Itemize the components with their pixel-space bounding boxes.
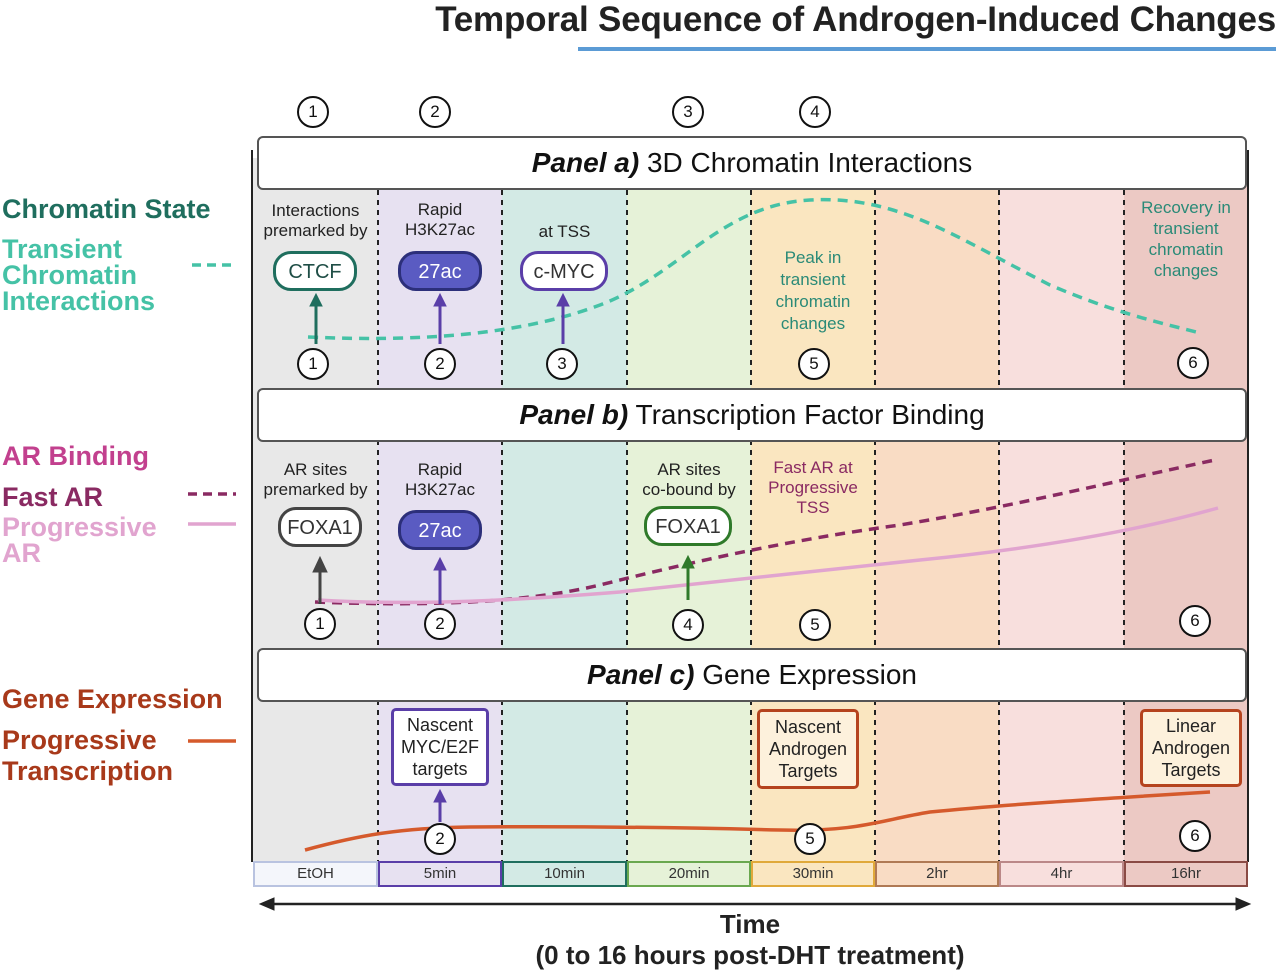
ctcf-pill: CTCF [273,251,357,291]
panel-c-marker-2: 2 [424,823,456,855]
arrow-foxa1-b1 [312,555,328,604]
transient-interactions-curve [307,197,1201,341]
legend-transient-interactions: Transient Chromatin Interactions [2,234,156,316]
column-bg-4hr [999,158,1124,861]
timepoint-16hr: 16hr [1124,861,1248,887]
panel-c-header: Panel c) Gene Expression [257,648,1247,702]
panel-a-col3-label: at TSS [538,222,591,241]
legend-progressive-ar: Progressive AR [2,512,157,568]
panel-b-marker-2: 2 [424,608,456,640]
panel-b-marker-5: 5 [799,609,831,641]
recovery-text: Recovery in transient chromatin changes [1141,198,1231,280]
panel-b-col2-label: Rapid H3K27ac [405,460,475,499]
arrow-foxa1-b4 [681,554,695,600]
panel-a-col2-label: Rapid H3K27ac [405,200,475,239]
nascent-androgen-targets-box: Nascent Androgen Targets [757,709,859,789]
top-marker-1: 1 [297,96,329,128]
linear-androgen-targets-box: Linear Androgen Targets [1140,709,1242,787]
top-marker-2: 2 [419,96,451,128]
title-underline [578,47,1276,51]
panel-a-marker-2: 2 [424,348,456,380]
panel-a-col1-label: Interactions premarked by [263,201,368,240]
panel-b-header: Panel b) Transcription Factor Binding [257,388,1247,442]
panel-a-marker-1: 1 [297,348,329,380]
timepoint-etoh: EtOH [253,861,378,887]
arrow-27ac-a [433,292,447,344]
time-axis-arrow [258,897,1252,911]
fast-ar-text: Fast AR at Progressive TSS [768,458,858,517]
cmyc-pill: c-MYC [520,251,608,291]
panel-a-marker-3: 3 [546,348,578,380]
progressive-ar-curve [317,506,1219,605]
peak-text: Peak in transient chromatin changes [775,248,851,333]
time-axis-sublabel: (0 to 16 hours post-DHT treatment) [535,940,965,970]
time-axis-label: Time [719,909,781,939]
legend-progressive-transcription: Progressive Transcription [2,725,174,786]
foxa1-pill-b1: FOXA1 [278,507,362,547]
foxa1-pill-b4: FOXA1 [644,506,732,546]
myc-e2f-targets-box: Nascent MYC/E2F targets [391,708,489,786]
arrow-ctcf [309,292,323,344]
timepoint-20min: 20min [627,861,751,887]
panel-a-header: Panel a) 3D Chromatin Interactions [257,136,1247,190]
arrow-cmyc [556,292,570,344]
panel-c-marker-5: 5 [794,823,826,855]
arrow-27ac-b [433,556,447,604]
timepoint-30min: 30min [751,861,875,887]
panel-c-marker-6: 6 [1179,820,1211,852]
panel-b-marker-6: 6 [1179,605,1211,637]
panel-b-col1-label: AR sites premarked by [263,460,368,499]
legend-chromatin-state: Chromatin State [2,194,211,224]
panel-b-col4-label: AR sites co-bound by [642,460,736,499]
top-marker-3: 3 [672,96,704,128]
timepoint-2hr: 2hr [875,861,999,887]
legend-ar-binding: AR Binding [2,441,149,471]
top-marker-4: 4 [799,96,831,128]
h3k27ac-pill-b: 27ac [398,510,482,550]
panel-a-marker-6: 6 [1177,347,1209,379]
timepoint-10min: 10min [502,861,627,887]
legend-fast-ar: Fast AR [2,482,104,512]
h3k27ac-pill-a: 27ac [398,251,482,291]
timepoint-5min: 5min [378,861,502,887]
arrow-myc-targets [433,788,447,822]
panel-a-marker-5: 5 [798,348,830,380]
panel-b-marker-1: 1 [304,608,336,640]
legend-gene-expression: Gene Expression [2,684,223,714]
timepoint-4hr: 4hr [999,861,1124,887]
panel-b-marker-4: 4 [672,609,704,641]
page-title: Temporal Sequence of Androgen-Induced Ch… [435,0,1276,39]
